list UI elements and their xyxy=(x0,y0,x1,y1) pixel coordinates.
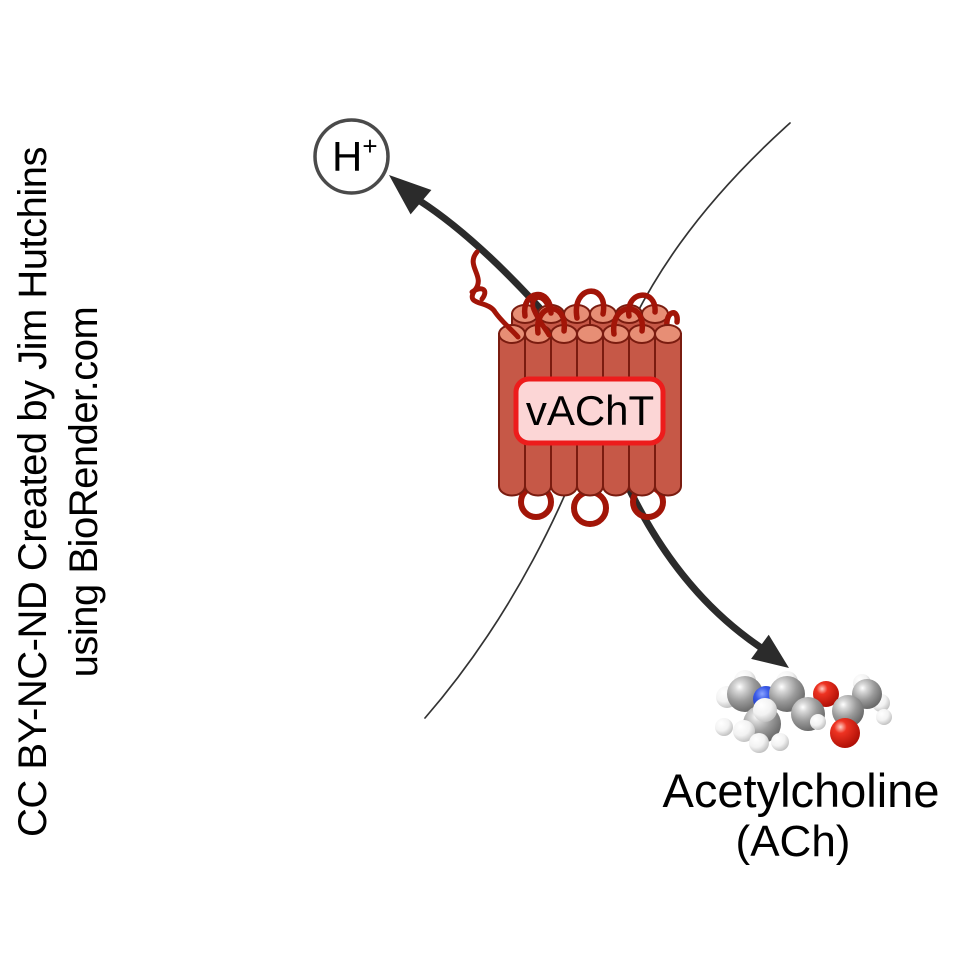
proton-circle-outline xyxy=(313,118,390,195)
proton-charge-superscript: + xyxy=(362,131,377,161)
oxygen-atom xyxy=(830,718,860,748)
ach-arrowhead-icon xyxy=(751,634,789,668)
ach-label-line2: (ACh) xyxy=(736,817,851,866)
extracellular-loop xyxy=(611,306,645,337)
credit-line1: CC BY-NC-ND Created by Jim Hutchins xyxy=(11,147,55,837)
intracellular-loop xyxy=(571,489,609,527)
hydrogen-atom xyxy=(810,714,826,730)
n-terminus-squiggle-hook xyxy=(469,286,488,302)
n-terminus-squiggle xyxy=(530,295,552,338)
hydrogen-atom xyxy=(733,720,755,742)
ach-transport-arrow xyxy=(621,476,789,668)
ach-label-line1: Acetylcholine xyxy=(663,764,940,817)
helix-cap xyxy=(576,324,604,344)
extracellular-loop xyxy=(573,288,607,321)
proton-circle: H+ xyxy=(313,118,390,195)
proton-symbol: H xyxy=(332,133,362,180)
hydrogen-atom xyxy=(771,733,789,751)
transporter-label: vAChT xyxy=(526,387,654,434)
helix-cap xyxy=(654,324,682,344)
ach-arrow-shaft xyxy=(621,476,764,651)
proton-label: H+ xyxy=(332,131,378,180)
proton-transport-arrow xyxy=(389,175,559,329)
extracellular-loop xyxy=(664,310,680,331)
hydrogen-atom xyxy=(753,698,777,722)
vacht-transporter: vAChT xyxy=(469,249,682,527)
proton-arrow-shaft xyxy=(416,197,559,329)
hydrogen-atom xyxy=(749,733,769,753)
hydrogen-atom xyxy=(876,709,892,725)
n-terminus-squiggle xyxy=(469,249,521,340)
credit-line2: using BioRender.com xyxy=(62,307,106,678)
proton-arrowhead-icon xyxy=(389,175,432,215)
oxygen-atom xyxy=(813,681,839,707)
transporter-label-box xyxy=(513,376,666,446)
acetylcholine-molecule xyxy=(715,670,892,753)
hydrogen-atom xyxy=(715,718,733,736)
top-loops-front xyxy=(469,249,645,340)
